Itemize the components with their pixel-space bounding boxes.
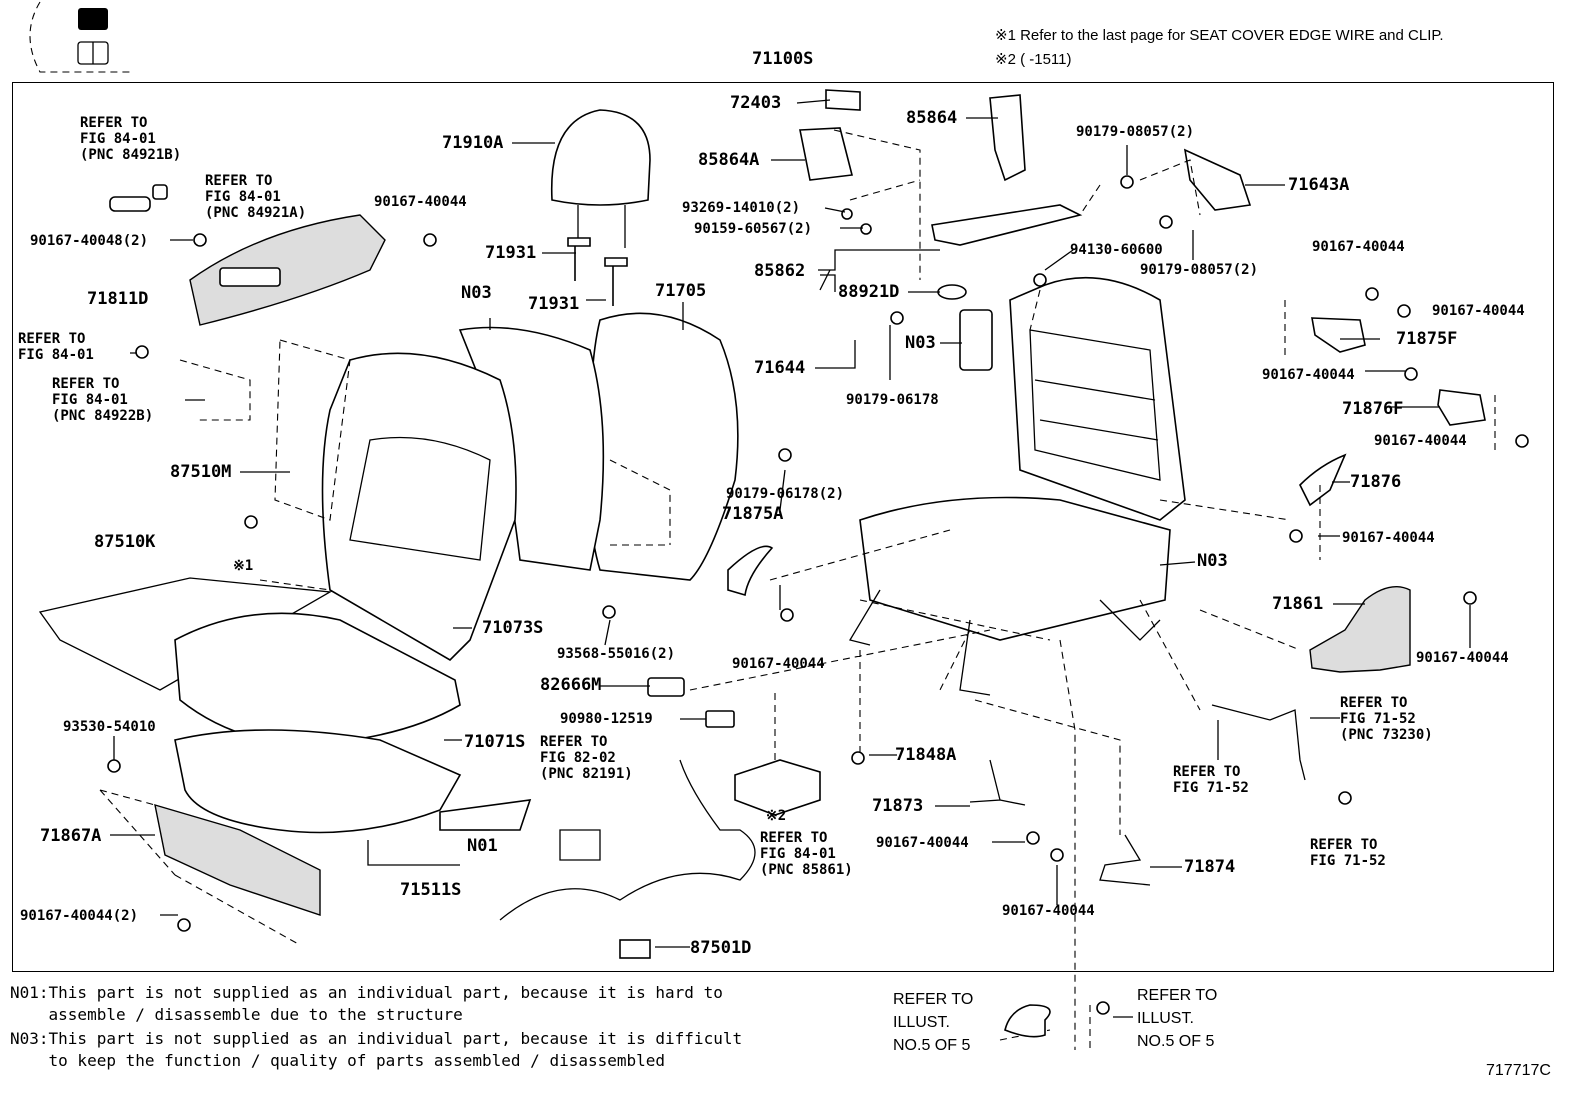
part-71643A: 71643A — [1288, 175, 1350, 195]
part-71511S: 71511S — [400, 880, 462, 900]
part-90167-40044-2: 90167-40044(2) — [20, 908, 139, 924]
part-88921D: 88921D — [838, 282, 900, 302]
part-94130-60600: 94130-60600 — [1070, 242, 1163, 258]
bolt-markers — [107, 175, 1529, 1015]
part-90167-40044-c: 90167-40044 — [876, 835, 969, 851]
part-90167-40048: 90167-40048(2) — [30, 233, 149, 249]
part-90167-40044-e: 90167-40044 — [1312, 239, 1405, 255]
part-82666M: 82666M — [540, 675, 602, 695]
side-shield — [189, 214, 386, 326]
header-note-1: ※1 Refer to the last page for SEAT COVER… — [995, 27, 1444, 44]
part-90179-06178: 90179-06178 — [846, 392, 939, 408]
part-71873: 71873 — [872, 796, 924, 816]
seatback-frame — [1009, 276, 1186, 521]
side-cover — [1309, 586, 1411, 673]
part-71931-a: 71931 — [485, 243, 537, 263]
part-93530-54010: 93530-54010 — [63, 719, 156, 735]
part-90167-40044-d: 90167-40044 — [1002, 903, 1095, 919]
part-85864: 85864 — [906, 108, 958, 128]
part-71848A: 71848A — [895, 745, 957, 765]
part-71876: 71876 — [1350, 472, 1402, 492]
part-90167-40044-a: 90167-40044 — [374, 194, 467, 210]
mark-1: ※1 — [233, 558, 254, 574]
part-93269-14010: 93269-14010(2) — [682, 200, 801, 216]
part-90179-08057-a: 90179-08057(2) — [1076, 124, 1195, 140]
part-71875A: 71875A — [722, 504, 784, 524]
part-N01: N01 — [467, 836, 498, 856]
part-90159-60567: 90159-60567(2) — [694, 221, 813, 237]
part-71876F: 71876F — [1342, 399, 1404, 419]
header-note-2: ※2 ( -1511) — [995, 51, 1072, 68]
footnote-n03: N03:This part is not supplied as an indi… — [10, 1029, 743, 1070]
part-71867A: 71867A — [40, 826, 102, 846]
part-90167-40044-b: 90167-40044 — [732, 656, 825, 672]
part-N03-a: N03 — [461, 283, 492, 303]
footnote-n01: N01:This part is not supplied as an indi… — [10, 983, 723, 1024]
part-93568-55016: 93568-55016(2) — [557, 646, 676, 662]
part-71874: 71874 — [1184, 857, 1236, 877]
ecu-box — [734, 759, 821, 816]
part-90167-40044-f: 90167-40044 — [1432, 303, 1525, 319]
part-90179-08057-b: 90179-08057(2) — [1140, 262, 1259, 278]
part-90179-06178-2: 90179-06178(2) — [726, 486, 845, 502]
part-90167-40044-i: 90167-40044 — [1342, 530, 1435, 546]
diagram-code: 717717C — [1486, 1062, 1551, 1079]
part-71644: 71644 — [754, 358, 806, 378]
part-71910A: 71910A — [442, 133, 504, 153]
seatback-cover — [321, 352, 517, 662]
corner-legend — [29, 1, 130, 73]
headrest — [550, 109, 651, 206]
seat-cushion-pad — [174, 729, 462, 834]
part-90167-40044-h: 90167-40044 — [1374, 433, 1467, 449]
part-71811D: 71811D — [87, 289, 149, 309]
part-71861: 71861 — [1272, 594, 1324, 614]
part-71073S: 71073S — [482, 618, 544, 638]
part-90980-12519: 90980-12519 — [560, 711, 653, 727]
part-71071S: 71071S — [464, 732, 526, 752]
part-71931-b: 71931 — [528, 294, 580, 314]
part-90167-40044-j: 90167-40044 — [1416, 650, 1509, 666]
part-87510K: 87510K — [94, 532, 156, 552]
seatback-pad — [587, 312, 739, 581]
part-72403: 72403 — [730, 93, 782, 113]
part-85864A: 85864A — [698, 150, 760, 170]
part-85862: 85862 — [754, 261, 806, 281]
part-71100S: 71100S — [752, 49, 814, 69]
part-71875F: 71875F — [1396, 329, 1458, 349]
diagram-frame — [12, 82, 1554, 972]
seat-cushion-frame — [859, 496, 1171, 641]
part-87501D: 87501D — [690, 938, 752, 958]
front-shield — [154, 804, 321, 916]
part-N03-b: N03 — [905, 333, 936, 353]
part-N03-c: N03 — [1197, 551, 1228, 571]
mark-2: ※2 — [766, 808, 787, 824]
part-87510M: 87510M — [170, 462, 232, 482]
part-90167-40044-g: 90167-40044 — [1262, 367, 1355, 383]
filled-seat-icon — [78, 8, 108, 30]
part-71705: 71705 — [655, 281, 707, 301]
